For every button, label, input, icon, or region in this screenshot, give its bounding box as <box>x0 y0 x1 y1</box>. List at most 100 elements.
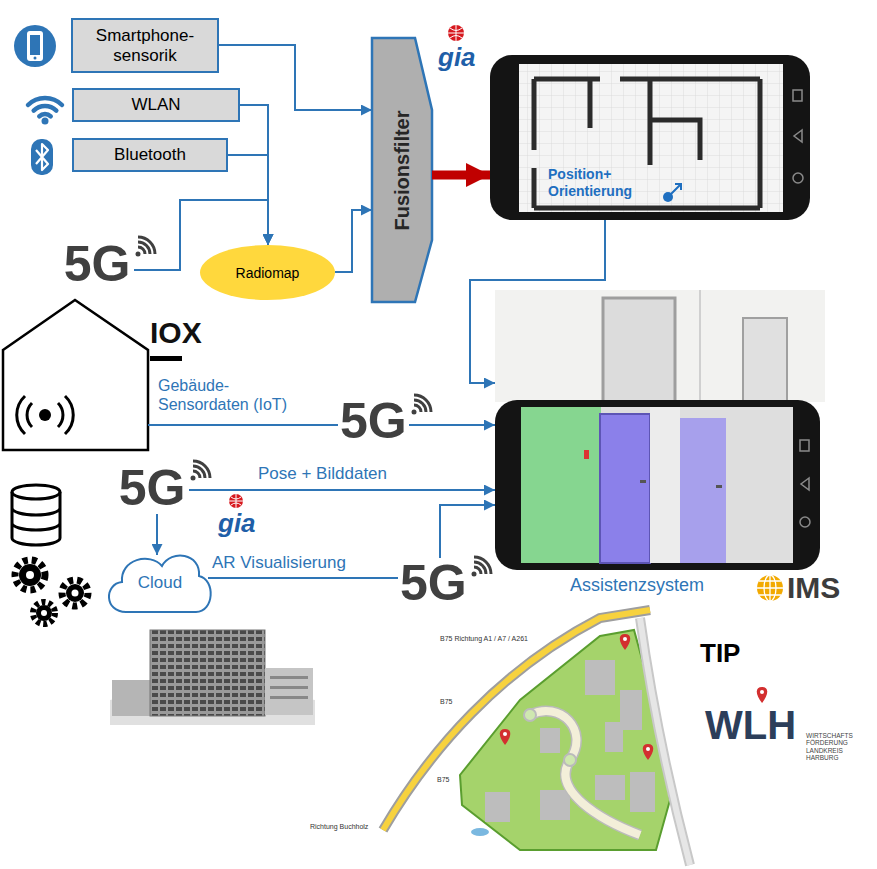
house-outline <box>3 300 148 450</box>
ar-photo <box>743 318 787 402</box>
gear-icon <box>33 602 55 624</box>
logo-text: gia <box>438 44 476 70</box>
building-render <box>110 630 315 725</box>
connector <box>470 220 605 383</box>
site-map <box>485 792 510 822</box>
site-map <box>540 728 560 753</box>
ar-photo <box>800 517 810 527</box>
site-map <box>585 660 615 695</box>
ar-photo <box>600 414 650 563</box>
gear-icon <box>41 610 47 616</box>
gear-icon <box>62 580 88 606</box>
smartphone-floorplan <box>490 55 810 220</box>
house-outline <box>17 396 74 434</box>
smartphone-floorplan <box>519 64 783 212</box>
site-map <box>630 772 655 812</box>
ar-photo <box>650 407 680 563</box>
site-map <box>620 634 631 650</box>
building-render <box>270 686 308 689</box>
logo-text: WLH <box>705 705 796 745</box>
smartphone-floorplan <box>793 90 802 101</box>
label-holder: B75 Richtung A1 / A7 / A261 <box>440 627 528 645</box>
gia-globe <box>229 494 243 508</box>
signal-waves <box>474 557 491 574</box>
connectors <box>134 45 605 578</box>
logo-text: gia <box>218 510 256 536</box>
ar-photo <box>603 298 675 402</box>
ims-globe <box>757 575 783 601</box>
site-map <box>640 618 690 865</box>
ellipse-label: Radiomap <box>236 265 300 281</box>
bluetooth-icon <box>31 139 53 175</box>
ar-photo <box>680 418 726 563</box>
site-map <box>383 610 650 830</box>
wlh-pin <box>757 687 768 703</box>
ar-photo <box>801 478 809 490</box>
connector-label: Gebäude- Sensordaten (IoT) <box>158 376 298 414</box>
gear-icon <box>26 571 34 579</box>
ar-photo <box>716 485 722 488</box>
database-icon <box>12 485 60 499</box>
screen-label: Position+ Orientierung <box>548 166 632 200</box>
sensor-box: Smartphone- sensorik <box>71 18 219 73</box>
gia-globe <box>229 25 464 508</box>
label-holder: 5G <box>398 558 469 608</box>
cloud-shape: Cloud <box>112 555 208 610</box>
label-holder: Richtung Buchholz <box>310 815 368 833</box>
smartphone-floorplan <box>793 173 803 183</box>
map-label: B75 Richtung A1 / A7 / A261 <box>440 635 528 643</box>
gia-globe <box>448 25 464 41</box>
site-map <box>471 828 489 836</box>
connector-label: Pose + Bilddaten <box>258 464 387 484</box>
building-house: IOX <box>3 300 148 450</box>
radiomap-ellipse: Radiomap <box>200 245 335 300</box>
house-outline <box>39 409 51 421</box>
building-render <box>150 630 265 716</box>
site-map <box>605 722 623 752</box>
wifi-icon <box>28 98 62 116</box>
wifi-icon <box>42 118 49 125</box>
label-holder: B75 <box>437 768 449 786</box>
database-icon <box>12 492 60 545</box>
site-map <box>623 637 627 641</box>
ar-photo <box>521 407 793 563</box>
signal-waves <box>412 410 417 415</box>
building-render <box>270 696 308 699</box>
label-holder: TIP <box>700 640 740 666</box>
building-render <box>150 630 265 716</box>
filter-label: Fusionsfilter <box>391 110 414 230</box>
label-holder: Pose + Bilddaten <box>258 464 387 484</box>
ar-photo <box>699 290 701 400</box>
gear-icon <box>72 590 79 597</box>
connector <box>189 489 495 491</box>
label-holder: AR Visualisierung <box>212 553 346 573</box>
ar-photo <box>495 290 825 570</box>
gia-globe <box>229 494 243 508</box>
site-map <box>530 711 640 835</box>
site-map <box>383 610 690 865</box>
sensor-box: WLAN <box>72 88 240 122</box>
signal-waves <box>472 572 477 577</box>
ar-photo <box>800 440 809 451</box>
map-label: B75 <box>437 776 449 784</box>
gear-icon <box>36 605 52 621</box>
smartphone-floorplan <box>668 184 681 197</box>
smartphone-floorplan <box>793 90 803 183</box>
site-map <box>503 732 507 736</box>
ims-globe <box>757 575 783 601</box>
gia-globe <box>448 25 464 41</box>
signal-waves <box>136 252 141 257</box>
sensor-box: Bluetooth <box>72 138 228 172</box>
label-holder: IMS <box>787 573 840 603</box>
connector <box>156 514 158 555</box>
house-outline <box>150 356 182 361</box>
network-label: 5G <box>338 396 409 446</box>
smartphone-floorplan <box>794 130 802 142</box>
site-map <box>530 711 640 835</box>
logo-text: IMS <box>787 573 840 603</box>
ar-photo <box>495 400 820 570</box>
building-render <box>265 668 313 715</box>
label-holder: Gebäude- Sensordaten (IoT) <box>158 376 298 414</box>
fusion-filter-shape <box>372 38 432 302</box>
